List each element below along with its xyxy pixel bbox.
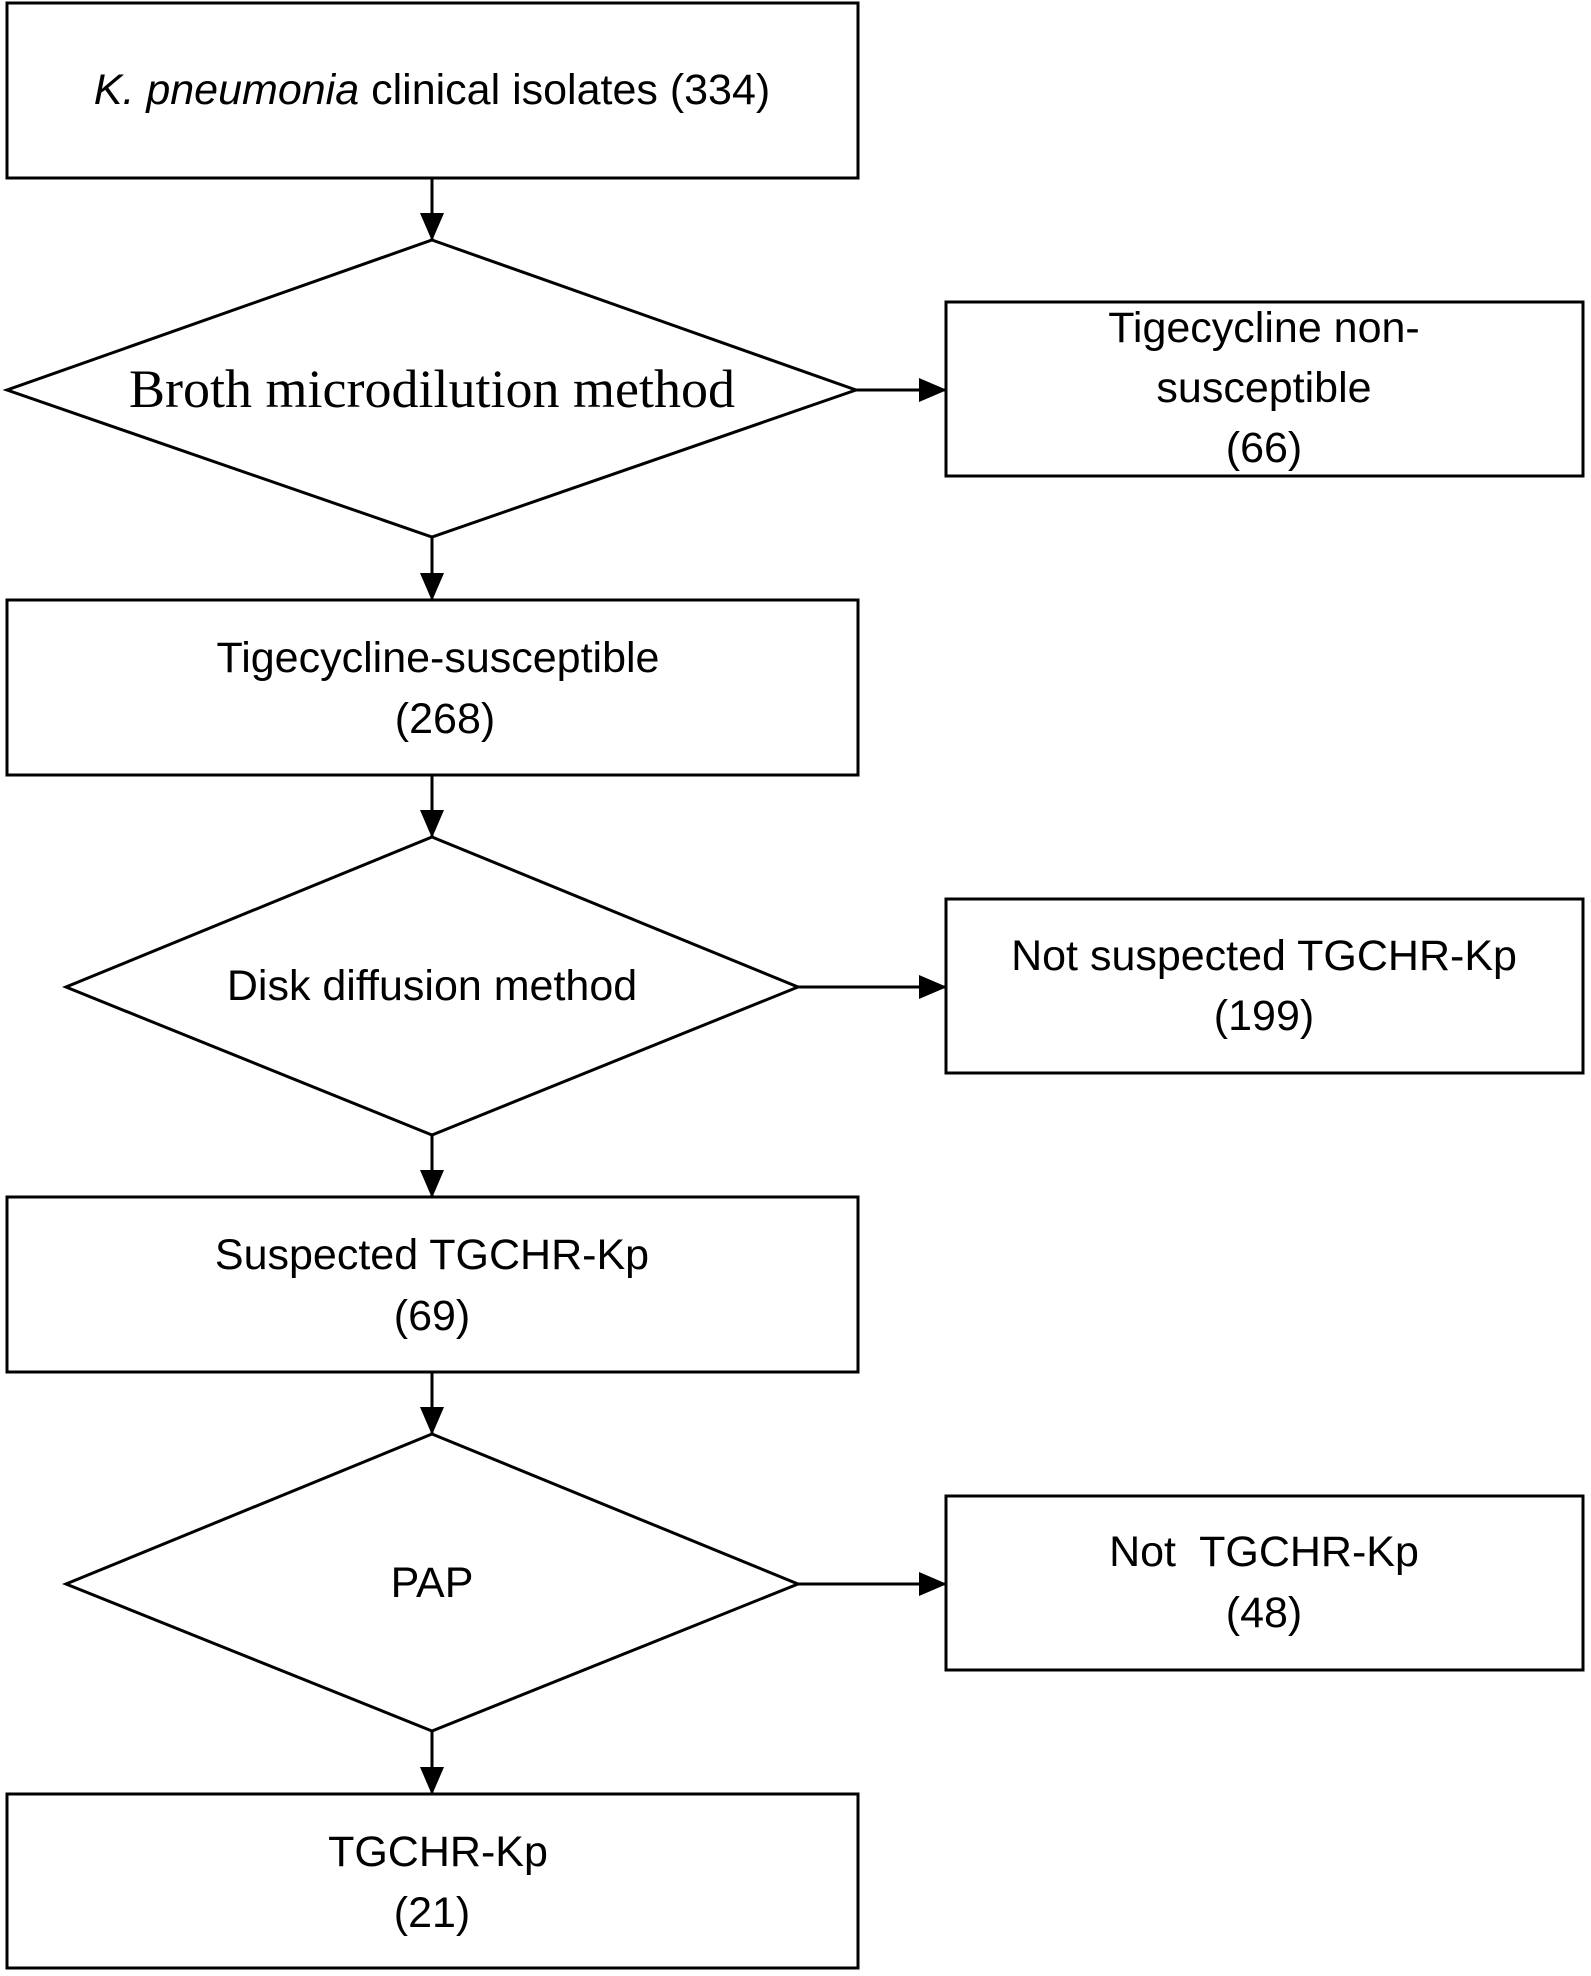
- notsusp-box: [944, 897, 1585, 1075]
- tg-line2: (21): [394, 1889, 470, 1937]
- pap-label: PAP: [391, 1559, 474, 1607]
- susc-line1: Tigecycline-susceptible: [217, 634, 660, 682]
- start-box: [5, 1, 860, 180]
- start-label-italic: K. pneumonia: [94, 66, 359, 114]
- node-tg: TGCHR-Kp (21): [5, 1792, 860, 1970]
- node-start: K. pneumonia clinical isolates (334): [5, 1, 860, 180]
- node-notsusp: Not suspected TGCHR-Kp (199): [944, 897, 1585, 1075]
- nonsusc-line1: Tigecycline non-: [1108, 304, 1420, 352]
- susc-box: [5, 598, 860, 777]
- disk-diamond: [62, 835, 802, 1137]
- nottg-line1: Not TGCHR-Kp: [1109, 1528, 1419, 1576]
- node-nonsusc: Tigecycline non- susceptible (66): [944, 300, 1585, 478]
- susp-line1: Suspected TGCHR-Kp: [215, 1231, 649, 1279]
- node-susc: Tigecycline-susceptible (268): [5, 598, 860, 777]
- nonsusc-box: [944, 300, 1585, 478]
- broth-label: Broth microdilution method: [129, 359, 735, 419]
- start-label: K. pneumonia clinical isolates (334): [94, 66, 770, 114]
- tg-line1: TGCHR-Kp: [328, 1828, 548, 1876]
- broth-diamond: [2, 238, 861, 539]
- start-label-text: clinical isolates (334): [359, 66, 770, 114]
- notsusp-line2: (199): [1214, 992, 1314, 1040]
- tg-box: [5, 1792, 860, 1970]
- susc-line2: (268): [395, 695, 495, 743]
- notsusp-line1: Not suspected TGCHR-Kp: [1011, 932, 1517, 980]
- nonsusc-line2: susceptible: [1156, 364, 1371, 412]
- node-pap: PAP: [62, 1432, 802, 1733]
- pap-diamond: [62, 1432, 802, 1733]
- susp-box: [5, 1195, 860, 1374]
- node-disk: Disk diffusion method: [62, 835, 802, 1137]
- nottg-box: [944, 1494, 1585, 1672]
- node-susp: Suspected TGCHR-Kp (69): [5, 1195, 860, 1374]
- nottg-line2: (48): [1226, 1589, 1302, 1637]
- susp-line2: (69): [394, 1292, 470, 1340]
- edges: [420, 178, 947, 1795]
- node-broth: Broth microdilution method: [2, 238, 861, 539]
- disk-label: Disk diffusion method: [227, 962, 637, 1010]
- node-nottg: Not TGCHR-Kp (48): [944, 1494, 1585, 1672]
- nonsusc-line3: (66): [1226, 424, 1302, 472]
